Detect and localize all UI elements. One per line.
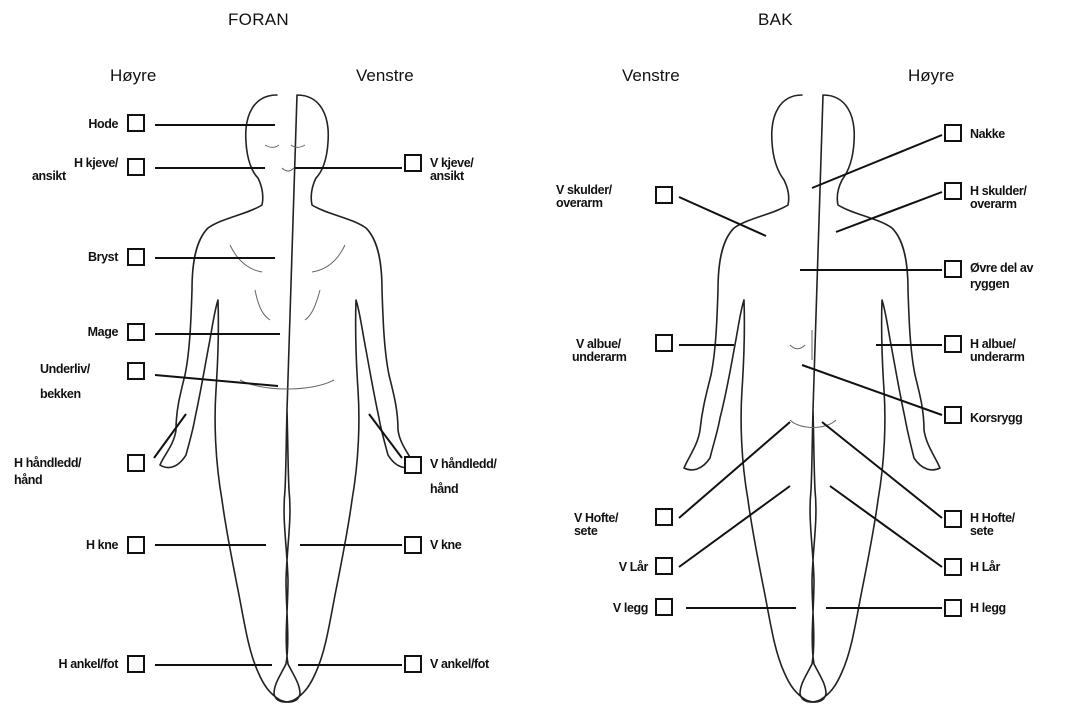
label-ovre-rygg: Øvre del av ryggen: [970, 262, 1070, 291]
checkbox-h-skulder[interactable]: [944, 182, 962, 200]
label-underliv-line1: Underliv/: [40, 363, 120, 376]
checkbox-mage[interactable]: [127, 323, 145, 341]
label-v-hofte: V Hofte/ sete: [574, 512, 654, 538]
label-h-kjeve-line2: ansikt: [20, 170, 118, 183]
checkbox-nakke[interactable]: [944, 124, 962, 142]
checkbox-v-ankel[interactable]: [404, 655, 422, 673]
checkbox-underliv[interactable]: [127, 362, 145, 380]
label-v-albue-line2: underarm: [572, 351, 658, 364]
checkbox-v-albue[interactable]: [655, 334, 673, 352]
label-h-handledd: H håndledd/ hånd: [14, 457, 124, 487]
front-body-outline: [160, 95, 414, 702]
label-nakke: Nakke: [970, 128, 1060, 141]
label-underliv-line2: bekken: [40, 376, 120, 401]
label-v-lar: V Lår: [560, 561, 648, 574]
label-hode: Hode: [40, 118, 118, 131]
checkbox-v-legg[interactable]: [655, 598, 673, 616]
checkbox-h-legg[interactable]: [944, 599, 962, 617]
label-v-handledd-line2: hånd: [430, 471, 550, 496]
label-h-kne: H kne: [30, 539, 118, 552]
front-leader-lines: [154, 125, 402, 665]
checkbox-h-handledd[interactable]: [127, 454, 145, 472]
checkbox-v-skulder[interactable]: [655, 186, 673, 204]
checkbox-v-handledd[interactable]: [404, 456, 422, 474]
label-v-handledd: V håndledd/ hånd: [430, 458, 550, 496]
label-v-kne: V kne: [430, 539, 510, 552]
checkbox-h-kjeve[interactable]: [127, 158, 145, 176]
back-title: BAK: [758, 10, 793, 30]
checkbox-v-lar[interactable]: [655, 557, 673, 575]
checkbox-bryst[interactable]: [127, 248, 145, 266]
back-right-side-label: Høyre: [908, 66, 954, 86]
label-v-ankel: V ankel/fot: [430, 658, 540, 671]
label-h-albue: H albue/ underarm: [970, 338, 1070, 364]
front-title: FORAN: [228, 10, 289, 30]
label-v-handledd-line1: V håndledd/: [430, 458, 550, 471]
checkbox-korsrygg[interactable]: [944, 406, 962, 424]
checkbox-h-hofte[interactable]: [944, 510, 962, 528]
label-h-skulder: H skulder/ overarm: [970, 185, 1070, 211]
checkbox-h-ankel[interactable]: [127, 655, 145, 673]
checkbox-h-lar[interactable]: [944, 558, 962, 576]
label-v-hofte-line2: sete: [574, 525, 654, 538]
label-v-kjeve-line2: ansikt: [430, 170, 530, 183]
label-v-albue: V albue/ underarm: [572, 338, 658, 364]
label-h-albue-line2: underarm: [970, 351, 1070, 364]
checkbox-hode[interactable]: [127, 114, 145, 132]
label-korsrygg: Korsrygg: [970, 412, 1070, 425]
label-v-skulder-line2: overarm: [556, 197, 652, 210]
label-ovre-rygg-line2: ryggen: [970, 275, 1070, 291]
checkbox-v-kne[interactable]: [404, 536, 422, 554]
label-h-handledd-line1: H håndledd/: [14, 457, 124, 470]
checkbox-v-hofte[interactable]: [655, 508, 673, 526]
label-h-hofte: H Hofte/ sete: [970, 512, 1070, 538]
label-h-hofte-line2: sete: [970, 525, 1070, 538]
label-h-legg: H legg: [970, 602, 1060, 615]
checkbox-h-albue[interactable]: [944, 335, 962, 353]
back-body-outline: [684, 95, 940, 702]
label-h-ankel: H ankel/fot: [10, 658, 118, 671]
label-h-handledd-line2: hånd: [14, 470, 124, 487]
label-ovre-rygg-line1: Øvre del av: [970, 262, 1070, 275]
front-left-side-label: Venstre: [356, 66, 414, 86]
label-mage: Mage: [40, 326, 118, 339]
back-left-side-label: Venstre: [622, 66, 680, 86]
label-underliv: Underliv/ bekken: [40, 363, 120, 401]
label-v-legg: V legg: [560, 602, 648, 615]
label-v-kjeve: V kjeve/ ansikt: [430, 157, 530, 183]
back-leader-lines: [679, 135, 942, 608]
label-bryst: Bryst: [40, 251, 118, 264]
checkbox-ovre-rygg[interactable]: [944, 260, 962, 278]
label-v-skulder: V skulder/ overarm: [556, 184, 652, 210]
label-h-kjeve: H kjeve/ ansikt: [20, 157, 118, 183]
label-h-skulder-line2: overarm: [970, 198, 1070, 211]
checkbox-v-kjeve[interactable]: [404, 154, 422, 172]
label-h-lar: H Lår: [970, 561, 1060, 574]
checkbox-h-kne[interactable]: [127, 536, 145, 554]
front-right-side-label: Høyre: [110, 66, 156, 86]
